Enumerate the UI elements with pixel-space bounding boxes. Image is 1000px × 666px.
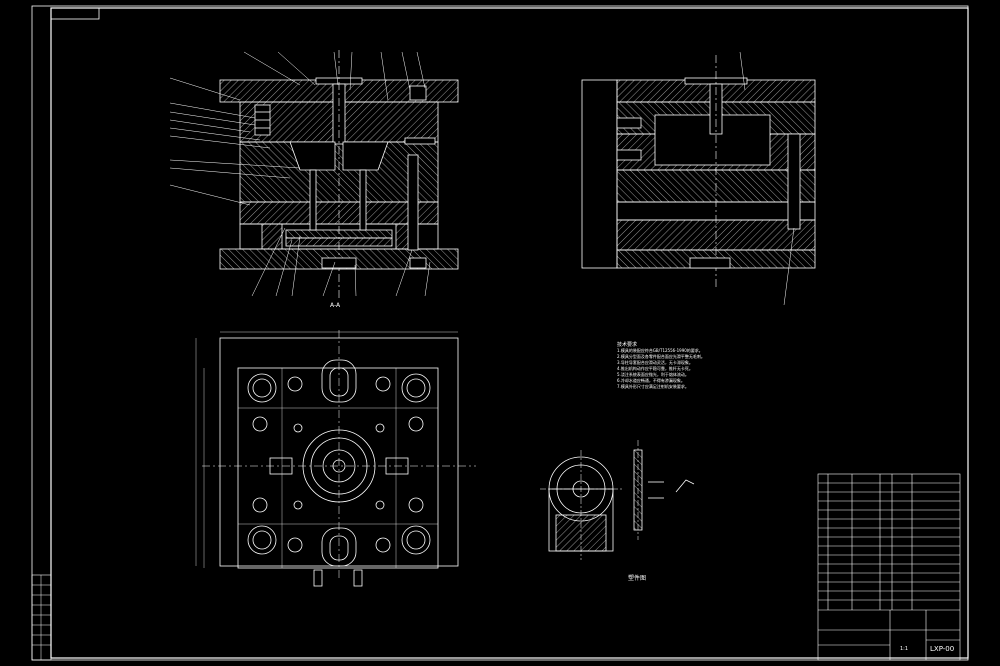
tech-note-item: 6.冷却水道应畅通，不得有渗漏现象。 [617,378,685,383]
tech-note-item: 4.推出机构动作应平稳可靠，推杆无卡死。 [617,366,693,371]
side-section-view [581,55,816,290]
view-label-section: A-A [330,302,341,309]
plan-view [202,330,476,587]
tech-notes-title: 技术要求 [617,342,638,348]
tech-note-item: 2.模具分型面及各零件配合面应光滑平整无毛刺。 [617,354,705,359]
tech-note-item: 1.模具的装配应符合GB/T12556-1990的要求。 [617,348,703,353]
plan-view-dimensions [195,331,458,568]
leader-lines-main [169,51,431,297]
tech-note-item: 3.导柱导套配合应滑动灵活，无卡滞现象。 [617,360,693,365]
view-label-part: 塑件图 [628,575,647,582]
tech-note-item: 5.浇注系统表面应抛光，利于熔体流动。 [617,372,689,377]
drawing-number: LXP-00 [930,645,955,653]
tech-note-item: 7.模具外形尺寸应满足注射机安装要求。 [617,384,689,389]
scale-label: 1:1 [900,646,909,652]
drawing-frame [31,5,969,661]
part-drawing [540,440,695,560]
title-block [817,473,961,661]
main-section-view [219,50,459,300]
technical-notes: 技术要求 1.模具的装配应符合GB/T12556-1990的要求。 2.模具分型… [617,342,777,390]
leader-lines-side [739,51,795,306]
